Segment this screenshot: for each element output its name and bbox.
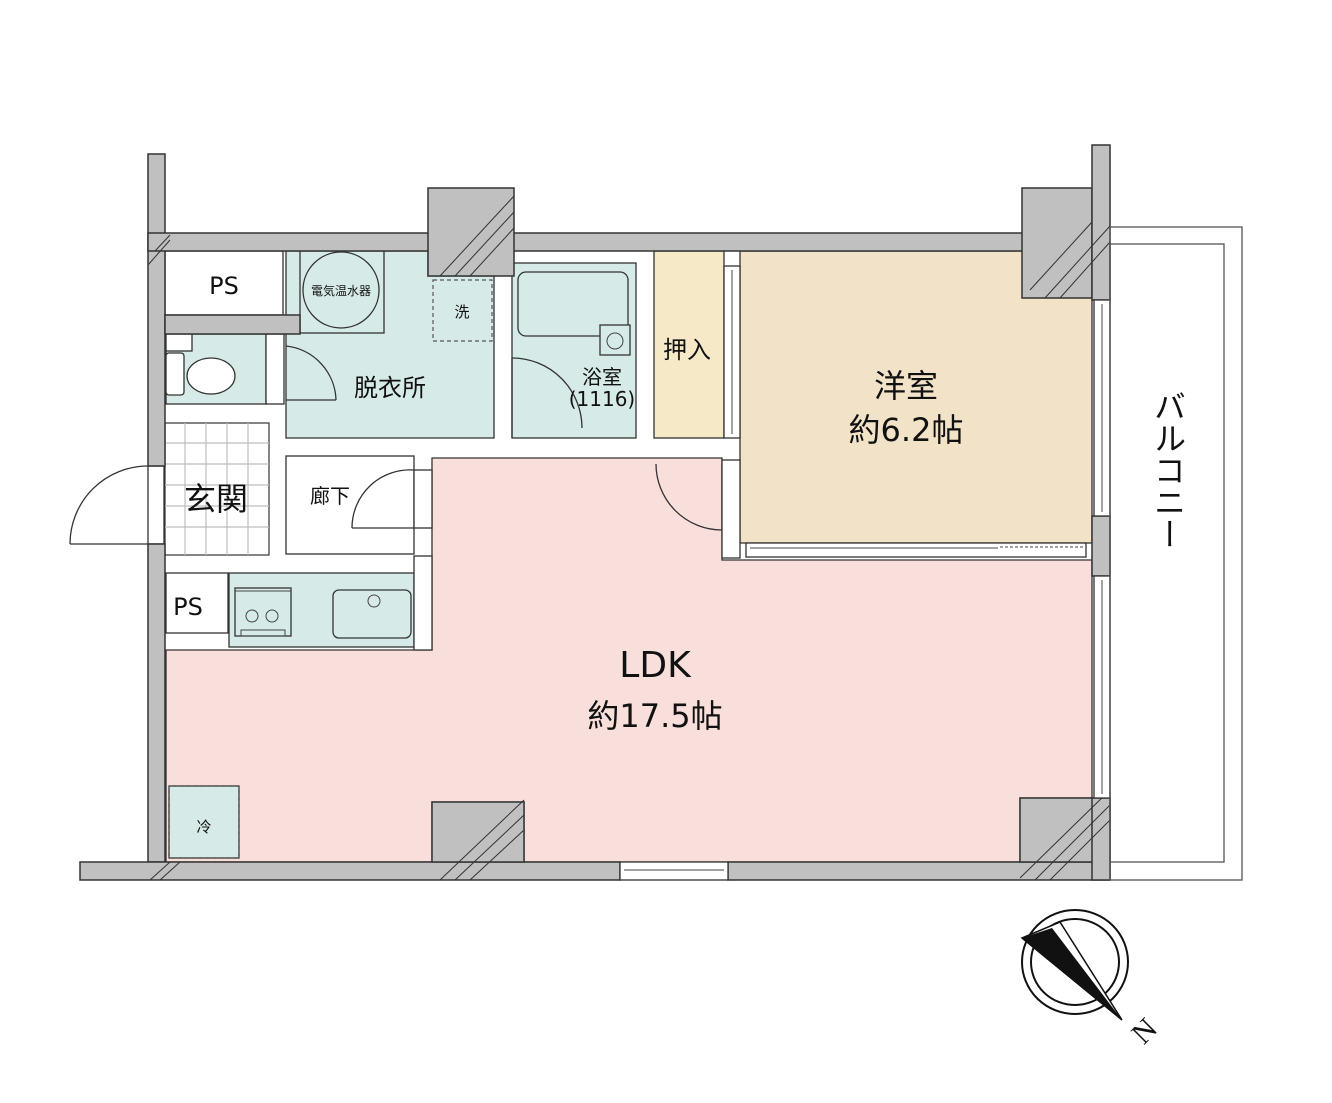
western-room-label: 洋室 <box>874 367 938 405</box>
water-heater-icon <box>302 251 380 329</box>
bath-door-swing[interactable] <box>511 357 583 429</box>
ps-top-label: PS <box>209 272 239 300</box>
bathtub <box>517 271 629 337</box>
front-door[interactable] <box>147 465 165 545</box>
ps-top-box <box>164 250 284 316</box>
sink-icon <box>332 589 412 639</box>
wall-hatching <box>147 195 1111 881</box>
washer-label: 洗 <box>454 303 469 321</box>
dressing-room-label: 脱衣所 <box>354 374 426 402</box>
compass-north-label: N <box>1125 1012 1164 1051</box>
stove-icon <box>234 587 292 637</box>
hallway-label: 廊下 <box>310 484 350 508</box>
dressing-door-swing[interactable] <box>285 345 337 401</box>
ldk-door[interactable] <box>413 469 433 529</box>
western-room-window <box>745 542 1087 558</box>
balcony-label: バルコニー <box>1149 390 1187 550</box>
western-door-swing[interactable] <box>655 463 723 531</box>
western-door[interactable] <box>721 459 741 559</box>
ps-kitchen-box <box>165 572 229 634</box>
closet-label: 押入 <box>663 336 711 364</box>
entrance-floor <box>164 422 270 556</box>
bath-size: (1116) <box>569 387 636 411</box>
hallway-floor <box>285 455 415 555</box>
water-heater-label: 電気温水器 <box>311 283 371 298</box>
ldk-bottom-window <box>619 861 729 881</box>
toilet-door[interactable] <box>265 333 285 405</box>
ldk-label: LDK <box>619 645 692 686</box>
washer-space <box>432 279 493 342</box>
entrance-label: 玄関 <box>184 480 248 518</box>
hallway-door-swing[interactable] <box>351 469 415 529</box>
toilet-bowl-icon <box>186 357 236 395</box>
ps-kitchen-label: PS <box>173 593 203 621</box>
walls <box>79 144 1111 881</box>
bath-faucet <box>599 324 631 356</box>
closet-floor <box>653 250 725 439</box>
compass-icon <box>1020 909 1129 1021</box>
fridge-label: 冷 <box>196 818 211 836</box>
western-room-size: 約6.2帖 <box>849 411 964 449</box>
balcony-outline <box>1109 226 1243 881</box>
fridge-space <box>168 785 240 859</box>
front-door-swing[interactable] <box>69 465 149 545</box>
toilet-tank <box>165 352 185 396</box>
ldk-size: 約17.5帖 <box>587 697 722 735</box>
bath-label: 浴室 <box>582 365 622 389</box>
